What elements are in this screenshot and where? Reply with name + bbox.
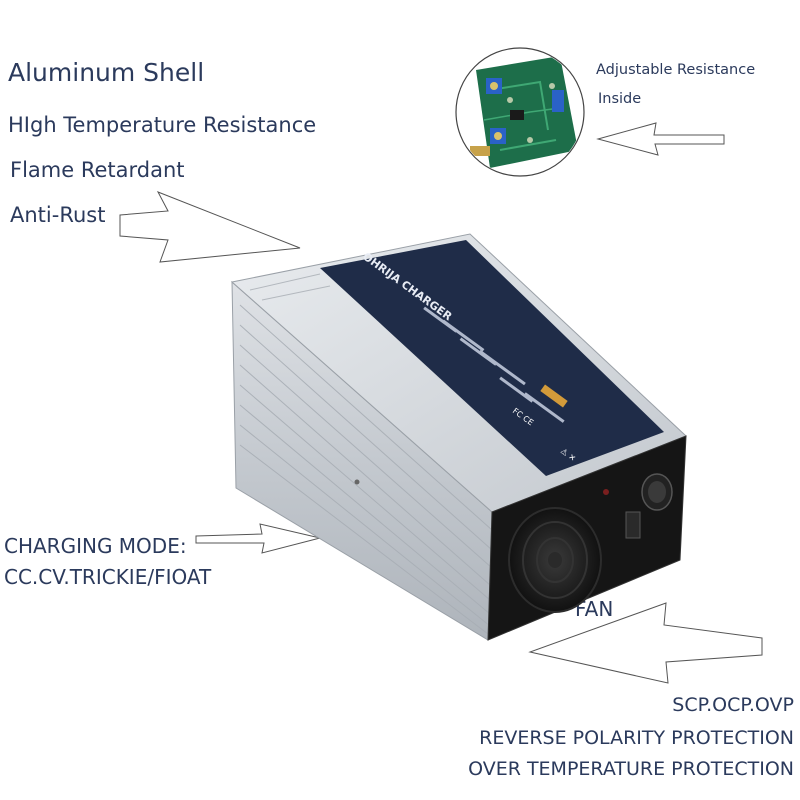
charging-mode-value: CC.CV.TRICKIE/FIOAT [4,565,212,589]
output-connector [625,511,641,539]
protection-line-1: SCP.OCP.OVP [672,694,794,716]
feature-anti-rust: Anti-Rust [10,203,106,227]
charging-mode-title: CHARGING MODE: [4,534,187,558]
ic-chip [510,110,524,120]
side-screw [354,479,360,485]
feature-flame-retardant: Flame Retardant [10,158,185,182]
product-label [320,240,664,476]
fan-grille [508,507,602,613]
protection-line-3: OVER TEMPERATURE PROTECTION [468,758,794,780]
arrow-to-shell [119,191,301,263]
charger-body: OHRIJA CHARGER FC CE ⚠ ✕ [230,233,687,641]
feature-aluminum-shell: Aluminum Shell [8,58,205,87]
inset-caption-line1: Adjustable Resistance [596,62,756,78]
inset-caption-line2: Inside [598,91,642,107]
protection-line-2: REVERSE POLARITY PROTECTION [479,727,794,749]
arrow-to-fan [528,602,763,684]
adjustment-knob [641,473,673,511]
arrow-to-side [195,523,321,554]
indicator-led [603,489,609,495]
arrow-to-inset [596,122,725,156]
feature-high-temperature: HIgh Temperature Resistance [8,113,317,137]
pcb-inset [455,47,585,177]
